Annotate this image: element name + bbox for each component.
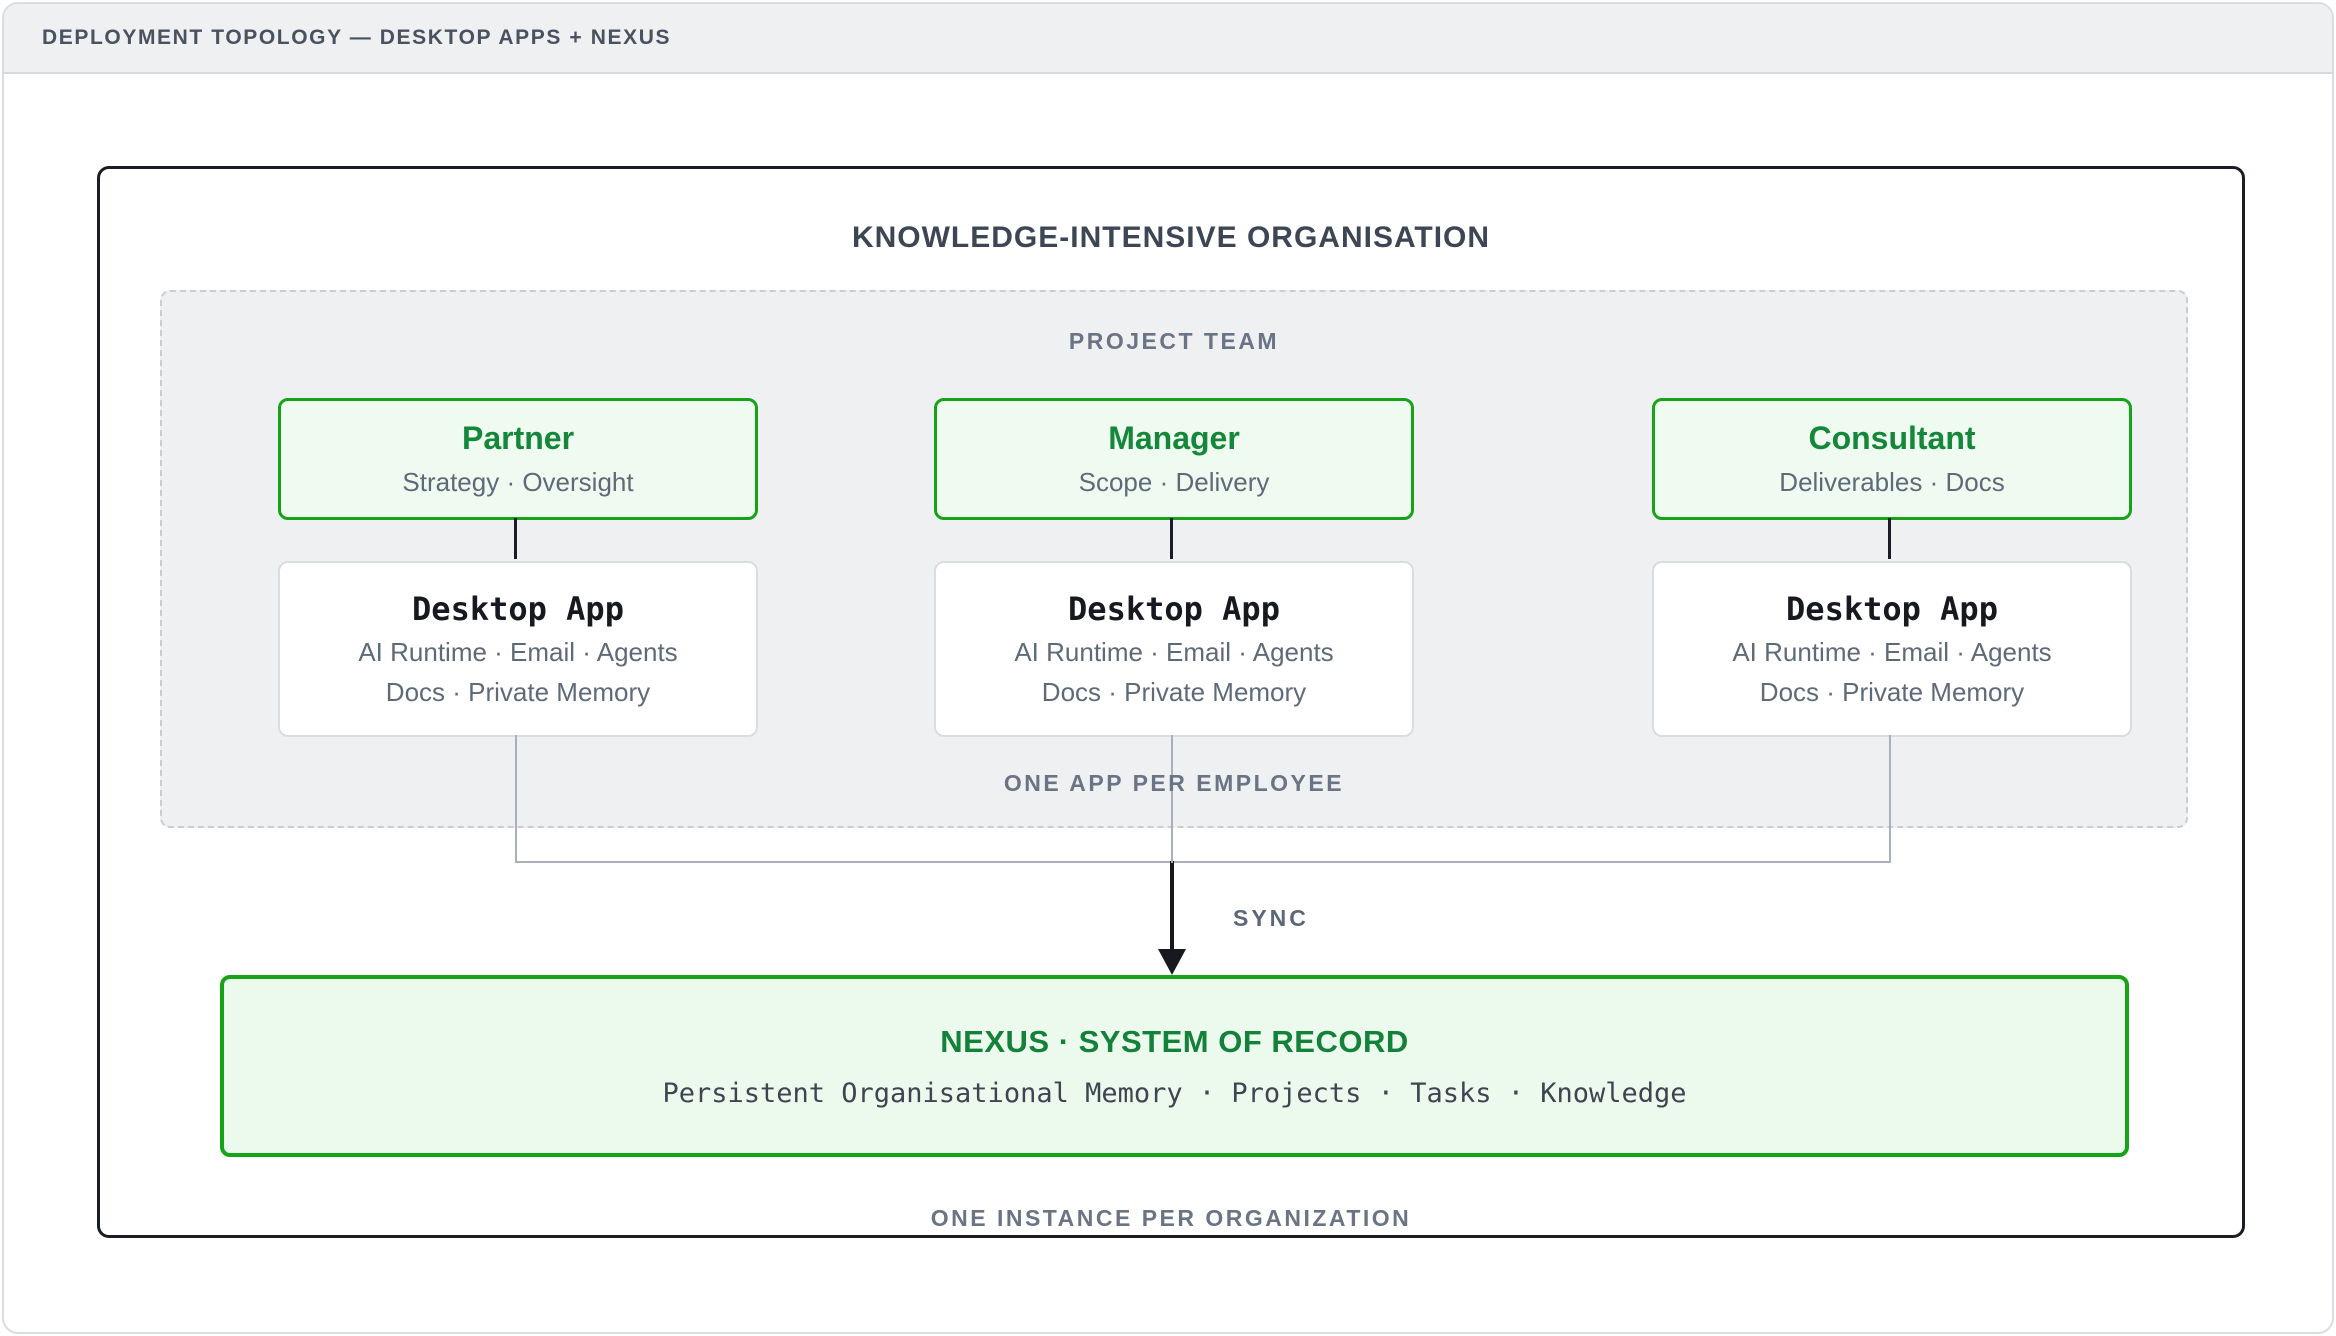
connector-app-to-bus-consultant [1889, 735, 1891, 863]
connector-role-to-app-partner [514, 518, 517, 559]
organisation-title: KNOWLEDGE-INTENSIVE ORGANISATION [851, 221, 1491, 254]
desktop-app-card-partner: Desktop App AI Runtime · Email · Agents … [278, 561, 758, 737]
header-title: DEPLOYMENT TOPOLOGY — DESKTOP APPS + NEX… [42, 26, 672, 49]
nexus-title: NEXUS · SYSTEM OF RECORD [940, 1023, 1409, 1059]
role-card-consultant: Consultant Deliverables · Docs [1652, 398, 2132, 520]
nexus-subtitle: Persistent Organisational Memory · Proje… [662, 1077, 1687, 1109]
connector-app-to-bus-partner [515, 735, 517, 863]
connector-app-to-bus-manager [1171, 735, 1173, 863]
desktop-app-card-manager: Desktop App AI Runtime · Email · Agents … [934, 561, 1414, 737]
connector-bus-line [515, 861, 1891, 863]
header-bar: DEPLOYMENT TOPOLOGY — DESKTOP APPS + NEX… [4, 4, 2332, 74]
desktop-app-features-line1: AI Runtime · Email · Agents [358, 637, 678, 667]
desktop-app-features-line2: Docs · Private Memory [385, 677, 651, 707]
desktop-app-title: Desktop App [1786, 590, 1998, 628]
sync-label: SYNC [1233, 905, 1309, 931]
one-instance-per-organization-label: ONE INSTANCE PER ORGANIZATION [930, 1205, 1412, 1231]
desktop-app-features-line2: Docs · Private Memory [1041, 677, 1307, 707]
organisation-box: KNOWLEDGE-INTENSIVE ORGANISATION PROJECT… [97, 166, 2245, 1238]
connector-role-to-app-consultant [1888, 518, 1891, 559]
desktop-app-card-consultant: Desktop App AI Runtime · Email · Agents … [1652, 561, 2132, 737]
role-title: Consultant [1808, 420, 1976, 456]
sync-arrow-line [1170, 861, 1174, 951]
role-card-manager: Manager Scope · Delivery [934, 398, 1414, 520]
desktop-app-features-line1: AI Runtime · Email · Agents [1014, 637, 1334, 667]
role-focus: Scope · Delivery [1078, 467, 1270, 497]
role-title: Manager [1108, 420, 1240, 456]
project-team-box: PROJECT TEAM Partner Strategy · Oversigh… [160, 290, 2188, 828]
desktop-app-title: Desktop App [1068, 590, 1280, 628]
one-app-per-employee-label: ONE APP PER EMPLOYEE [1003, 770, 1345, 796]
connector-role-to-app-manager [1170, 518, 1173, 559]
desktop-app-features-line1: AI Runtime · Email · Agents [1732, 637, 2052, 667]
project-team-label: PROJECT TEAM [1068, 328, 1280, 354]
role-card-partner: Partner Strategy · Oversight [278, 398, 758, 520]
role-focus: Strategy · Oversight [402, 467, 634, 497]
desktop-app-features-line2: Docs · Private Memory [1759, 677, 2025, 707]
role-title: Partner [461, 420, 575, 456]
arrow-down-icon [1158, 949, 1186, 975]
role-focus: Deliverables · Docs [1779, 467, 2005, 497]
nexus-card: NEXUS · SYSTEM OF RECORD Persistent Orga… [220, 975, 2129, 1157]
desktop-app-title: Desktop App [412, 590, 624, 628]
